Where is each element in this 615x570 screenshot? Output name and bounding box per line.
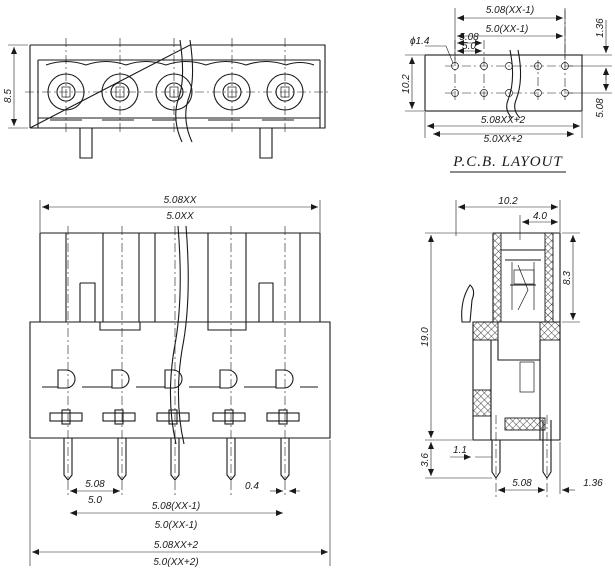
front-span-label: 5.08(XX-1): [152, 501, 200, 512]
pcb-total-alt-label: 5.0XX+2: [484, 134, 523, 145]
side-view: 10.2 4.0 8.3 19.0 3.6 1.1 5.08 1.36: [420, 196, 603, 500]
front-total-alt-label: 5.0(XX+2): [153, 557, 198, 568]
side-top-width-label: 4.0: [533, 211, 547, 222]
side-depth-label: 10.2: [498, 196, 518, 207]
hole-dia-label: ϕ1.4: [410, 36, 430, 47]
top-height-label: 8.5: [3, 89, 14, 103]
front-span-alt-label: 5.0(XX-1): [155, 520, 198, 531]
side-pin-offset-label: 1.1: [453, 445, 467, 456]
front-total-label: 5.08XX+2: [154, 540, 199, 551]
front-width-alt-label: 5.0XX: [166, 211, 194, 222]
front-view: 5.08XX 5.0XX 5.08 5.0 0.4 5.08(XX-1) 5.0…: [29, 195, 331, 568]
top-view: 8.5: [3, 38, 330, 159]
front-slot-row: [49, 409, 300, 425]
pcb-pitch-alt-label: 5.0: [462, 41, 476, 52]
pcb-span-alt-label: 5.0(XX-1): [486, 24, 529, 35]
side-top-height-label: 8.3: [562, 271, 573, 285]
pcb-top-offset-label: 1.36: [595, 18, 606, 38]
front-pitch-label: 5.08: [85, 479, 105, 490]
side-height-label: 19.0: [420, 327, 431, 347]
front-width-label: 5.08XX: [164, 195, 197, 206]
pcb-span-label: 5.08(XX-1): [486, 5, 534, 16]
pcb-layout-title: P.C.B. LAYOUT: [452, 154, 563, 170]
front-window-row: [42, 369, 318, 389]
front-pitch-alt-label: 5.0: [88, 495, 102, 506]
pcb-row-spacing-label: 5.08: [595, 98, 606, 118]
pcb-pitch-label: 5.08: [459, 32, 479, 43]
front-pins: [63, 438, 290, 481]
pcb-width-label: 10.2: [401, 74, 412, 94]
side-edge-label: 1.36: [583, 478, 603, 489]
side-pin-pitch-label: 5.08: [512, 478, 532, 489]
break-line: [175, 39, 184, 143]
pcb-layout: 5.08(XX-1) 5.0(XX-1) 5.08 5.0 ϕ1.4 10.2 …: [401, 5, 612, 173]
side-pin-length-label: 3.6: [420, 453, 431, 467]
pcb-total-label: 5.08XX+2: [481, 115, 526, 126]
front-pin-width-label: 0.4: [245, 481, 259, 492]
